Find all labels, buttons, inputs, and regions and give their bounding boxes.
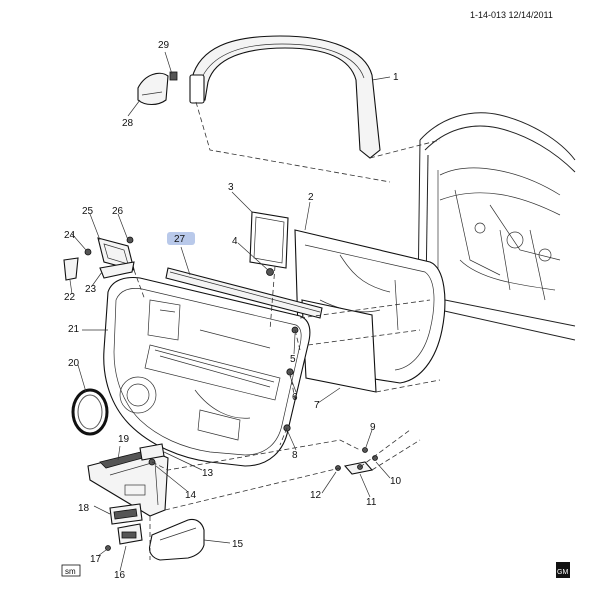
callout-8: 8 <box>292 450 298 461</box>
callout-4: 4 <box>232 236 238 247</box>
handle-23 <box>99 261 135 279</box>
callout-20: 20 <box>68 358 80 369</box>
callout-21: 21 <box>68 324 80 335</box>
callout-5: 5 <box>290 354 296 365</box>
gm-logo-label: GM <box>557 569 568 576</box>
callout-12: 12 <box>310 490 322 501</box>
callout-29: 29 <box>158 40 170 51</box>
clip-17 <box>105 545 111 551</box>
callout-18: 18 <box>78 503 90 514</box>
armrest-pad-15 <box>148 518 205 561</box>
callout-10: 10 <box>390 476 402 487</box>
mirror-patch-28 <box>137 71 178 106</box>
callout-19: 19 <box>118 434 130 445</box>
callout-25: 25 <box>82 206 94 217</box>
switch-13 <box>139 443 165 461</box>
callout-3: 3 <box>228 182 234 193</box>
callout-22: 22 <box>64 292 76 303</box>
callout-27-highlight <box>167 232 195 245</box>
speaker-grille-20 <box>71 388 109 436</box>
fastener-4 <box>266 268 274 276</box>
callout-11: 11 <box>366 497 377 508</box>
sm-badge: sm <box>61 564 81 577</box>
callout-28: 28 <box>122 118 134 129</box>
callout-17: 17 <box>90 554 102 565</box>
callout-26: 26 <box>112 206 124 217</box>
callout-1: 1 <box>393 72 399 83</box>
callout-24: 24 <box>64 230 76 241</box>
switch-18 <box>109 503 143 525</box>
callout-2: 2 <box>308 192 314 203</box>
callout-23: 23 <box>85 284 97 295</box>
callout-27: 27 <box>174 234 186 245</box>
diagram-code: 1-14-013 12/14/2011 <box>470 10 553 20</box>
callout-13: 13 <box>202 468 214 479</box>
window-frame-molding <box>189 35 441 183</box>
leader-lines <box>69 51 391 572</box>
switch-16 <box>117 523 143 545</box>
callout-14: 14 <box>185 490 197 501</box>
gm-logo: GM <box>556 562 570 578</box>
belt-strip-27 <box>165 267 323 319</box>
callout-labels: 1 2 3 4 5 6 7 8 9 10 11 12 13 14 15 16 1… <box>64 40 402 581</box>
handle-cover-22 <box>63 257 79 281</box>
fastener-26 <box>126 236 134 244</box>
latch-11 <box>343 461 374 475</box>
door-frame <box>417 112 576 341</box>
callout-6: 6 <box>292 392 298 403</box>
clip-9 <box>362 447 368 453</box>
callout-9: 9 <box>370 422 376 433</box>
callout-16: 16 <box>114 570 126 581</box>
door-trim-panel-21 <box>103 276 311 467</box>
assembly-lines <box>133 265 431 560</box>
sm-badge-label: sm <box>65 567 76 576</box>
screw-12 <box>335 465 341 471</box>
callout-15: 15 <box>232 539 244 550</box>
fastener-24 <box>84 248 92 256</box>
callout-7: 7 <box>314 400 320 411</box>
pad-3 <box>249 211 289 269</box>
